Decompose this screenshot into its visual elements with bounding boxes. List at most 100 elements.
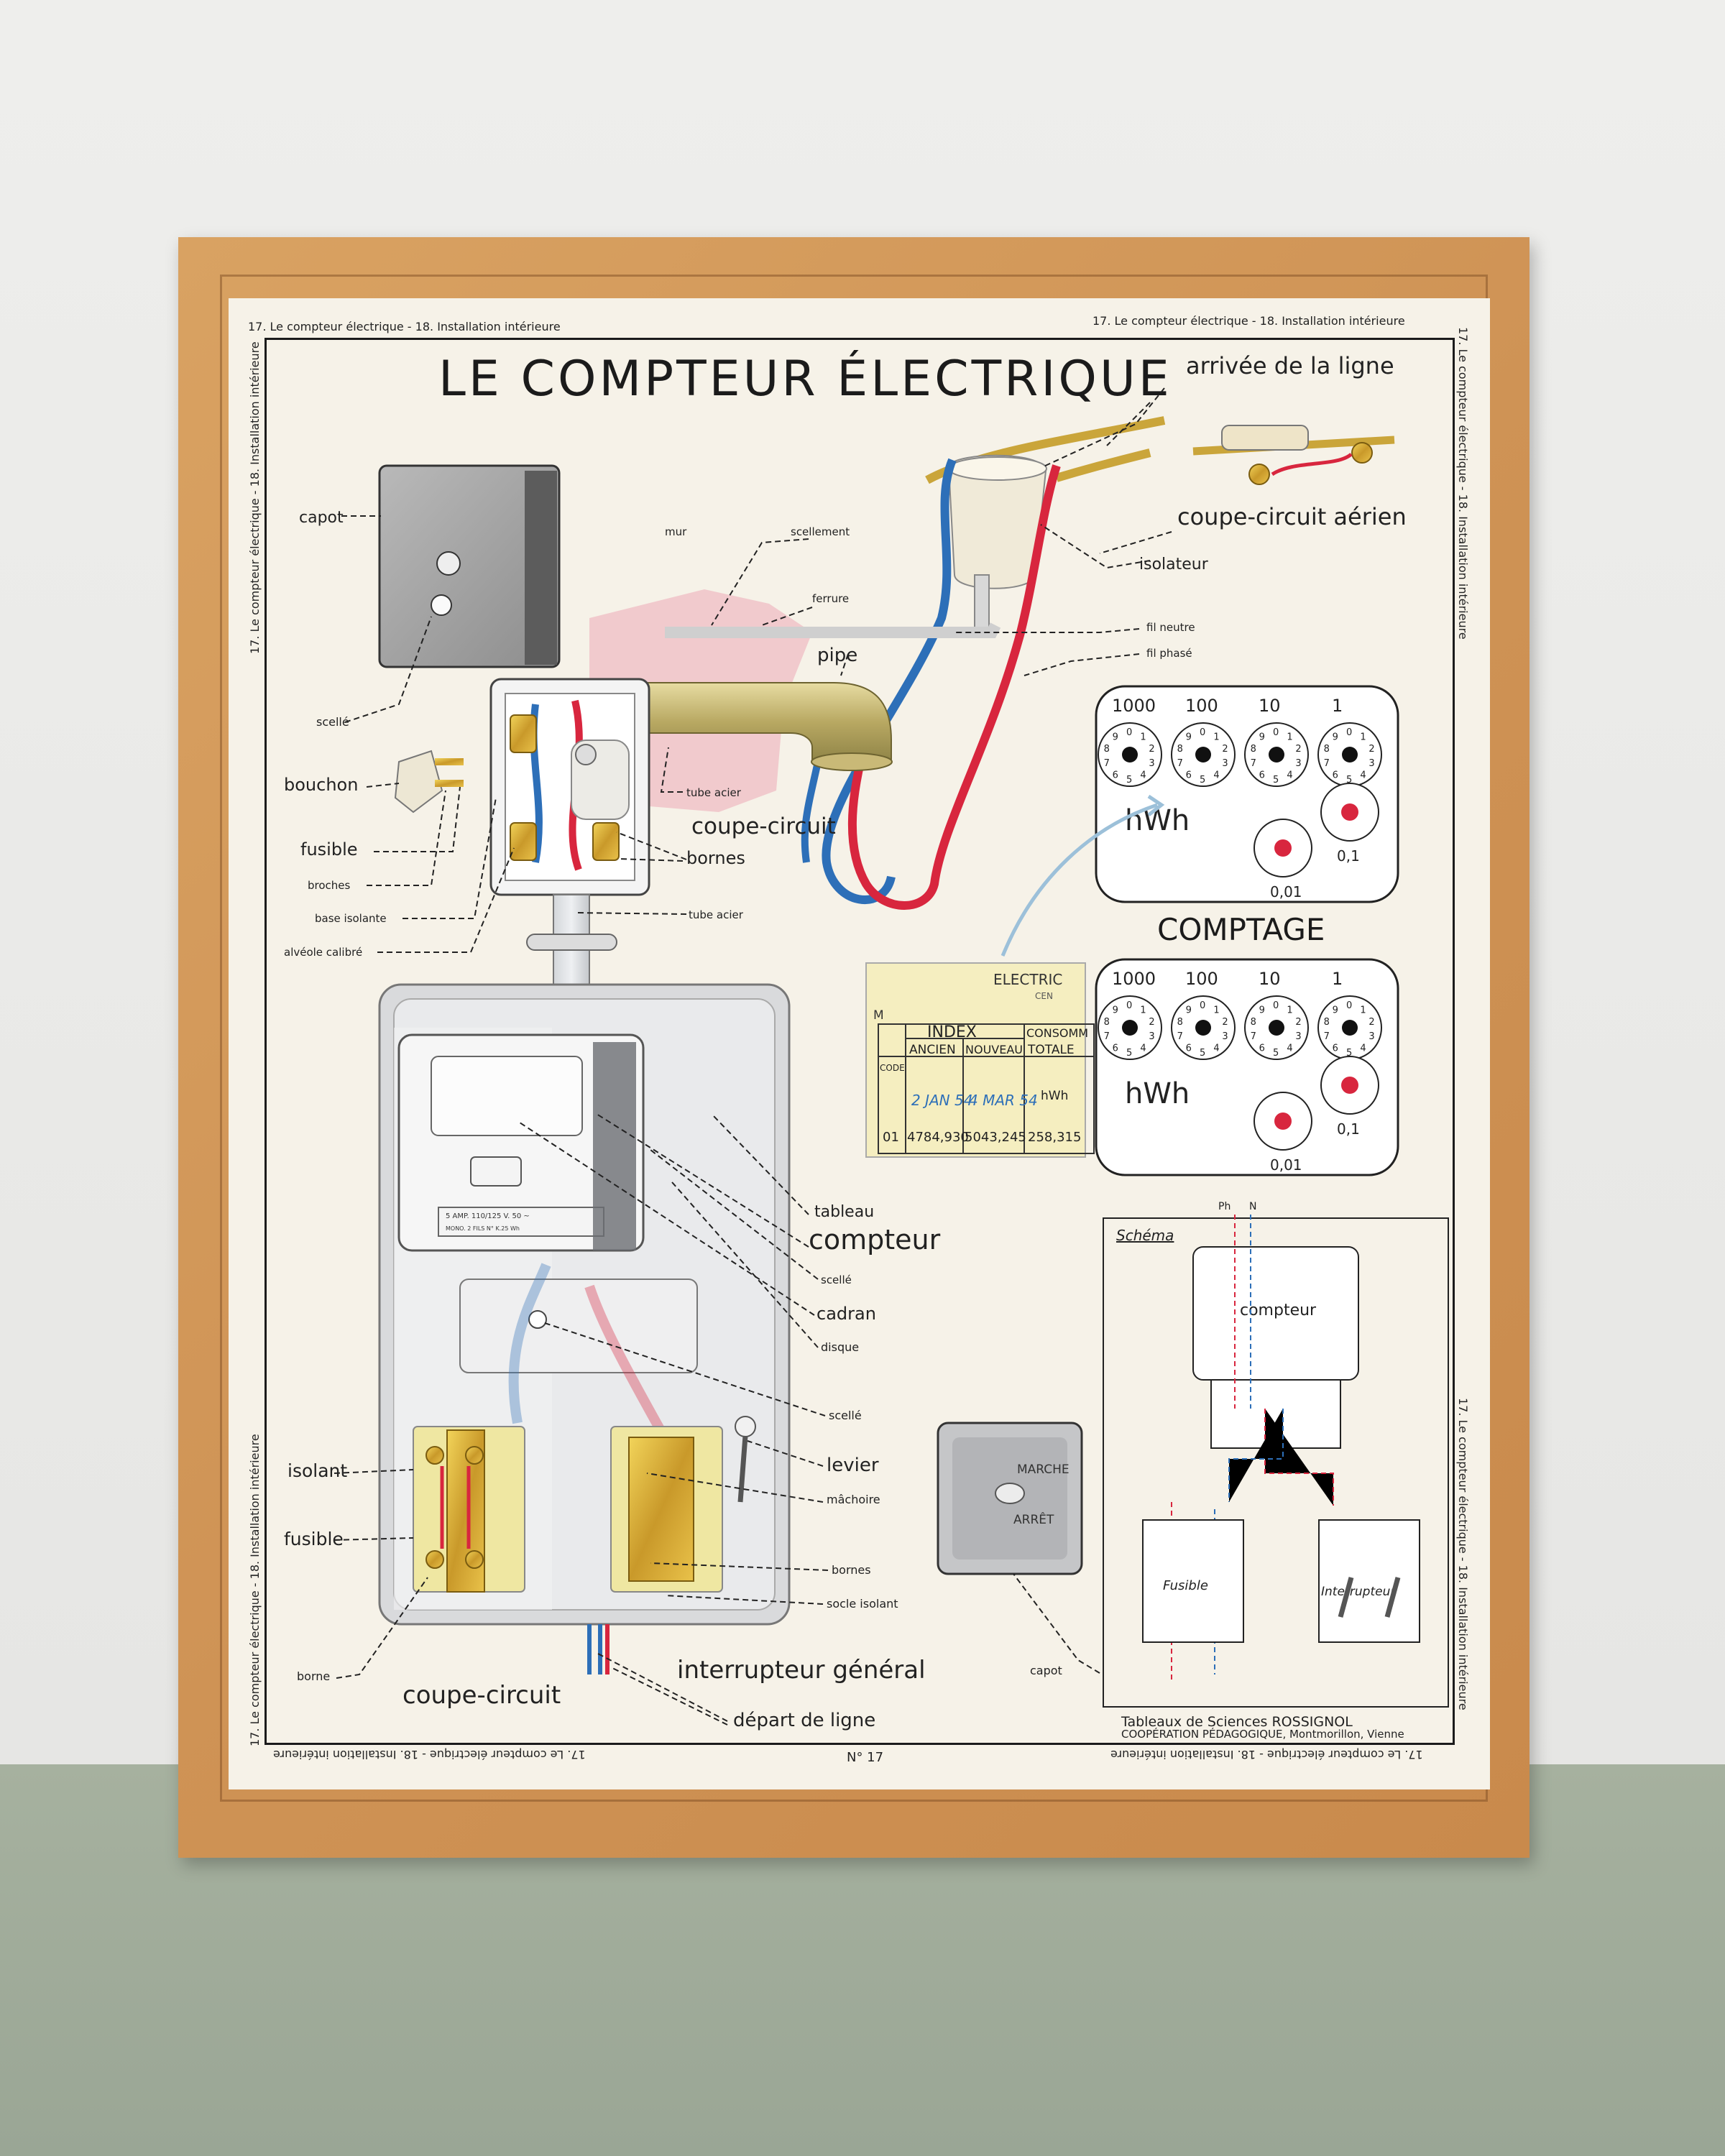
dial-digit: 4: [1213, 770, 1219, 781]
dial-digit: 7: [1104, 758, 1110, 769]
label-interrupteur-general: interrupteur général: [677, 1656, 926, 1685]
dial-digit: 9: [1113, 732, 1118, 742]
card-index: INDEX: [927, 1023, 977, 1041]
card-date2: 4 MAR 54: [969, 1092, 1038, 1109]
dial-digit: 6: [1259, 770, 1265, 781]
label-bouchon: bouchon: [284, 775, 358, 795]
card-date1: 2 JAN 54: [911, 1092, 972, 1109]
dial-digit: 4: [1360, 770, 1366, 781]
dial-digit: 2: [1295, 744, 1301, 755]
publisher-line2: COOPÉRATION PÉDAGOGIQUE, Montmorillon, V…: [1121, 1727, 1404, 1741]
dial-digit: 1: [1140, 1005, 1146, 1015]
dial-digit: 6: [1113, 1044, 1118, 1054]
dial-digit: 7: [1251, 1031, 1256, 1042]
label-borne: borne: [297, 1669, 330, 1683]
dial-digit: 5: [1273, 775, 1279, 786]
meter-plate-mono: MONO. 2 FILS N° K.25 Wh: [446, 1225, 520, 1232]
schema-interrupteur: Interrupteur: [1321, 1585, 1396, 1599]
tableau-panel: [378, 983, 791, 1626]
dial-digit: 9: [1259, 732, 1265, 742]
label-coupe-circuit: coupe-circuit: [691, 814, 836, 839]
dial-digit: 6: [1333, 770, 1338, 781]
line-arrival-illustration: [925, 416, 1395, 633]
dial-unit-label: 1000: [1112, 696, 1156, 716]
dial-digit: 4: [1213, 1044, 1219, 1054]
card-nouveau: NOUVEAU: [965, 1043, 1023, 1056]
dial-hand: [1195, 747, 1211, 763]
small-dial-label: 0,1: [1337, 1120, 1360, 1138]
dial-digit: 3: [1222, 1031, 1228, 1042]
card-totale: TOTALE: [1027, 1043, 1075, 1057]
small-dial-label: 0,01: [1270, 1156, 1302, 1174]
label-fil-phase: fil phasé: [1146, 647, 1192, 660]
dial-digit: 2: [1149, 744, 1154, 755]
comptage-arrowhead: [1147, 794, 1165, 816]
small-dial-hand: [1274, 1112, 1292, 1130]
dial-digit: 2: [1222, 744, 1228, 755]
depart-wire-blue: [587, 1624, 602, 1674]
label-broches: broches: [308, 879, 351, 892]
dial-digit: 4: [1287, 770, 1292, 781]
label-fil-neutre: fil neutre: [1146, 621, 1195, 634]
dial-digit: 5: [1346, 775, 1352, 786]
pipe-illustration: [646, 682, 893, 771]
dial-digit: 3: [1222, 758, 1228, 769]
dial-hand: [1195, 1020, 1211, 1036]
small-dial-hand: [1274, 839, 1292, 857]
card-totale-val: 258,315: [1028, 1130, 1081, 1145]
index-card: ELECTRIC CEN M INDEX CONSOMM CODE ANCIEN…: [865, 962, 1095, 1158]
label-compteur: compteur: [809, 1224, 941, 1256]
label-disque: disque: [821, 1340, 859, 1354]
margin-text-top-left: 17. Le compteur électrique - 18. Install…: [248, 320, 561, 333]
label-scellement: scellement: [791, 525, 850, 538]
label-capot: capot: [299, 509, 344, 527]
card-unit: hWh: [1041, 1089, 1068, 1103]
small-dial-hand: [1341, 1077, 1358, 1094]
schema-ph: Ph: [1218, 1201, 1230, 1212]
label-isolateur: isolateur: [1139, 556, 1209, 573]
dial-unit-hwh: hWh: [1125, 1077, 1190, 1110]
card-header: ELECTRIC: [993, 971, 1062, 988]
capot-top-box: [378, 464, 561, 668]
capot-marche-arret: MARCHE ARRÊT: [937, 1422, 1083, 1575]
dial-digit: 1: [1360, 1005, 1366, 1015]
dial-digit: 9: [1333, 1005, 1338, 1015]
dial-digit: 7: [1104, 1031, 1110, 1042]
card-m: M: [873, 1008, 884, 1023]
dial-hand: [1342, 747, 1358, 763]
dial-digit: 6: [1333, 1044, 1338, 1054]
dial-digit: 2: [1368, 744, 1374, 755]
label-depart-ligne: départ de ligne: [733, 1710, 875, 1731]
dial-digit: 6: [1186, 770, 1192, 781]
dial-digit: 8: [1177, 744, 1183, 755]
dial-digit: 1: [1360, 732, 1366, 742]
schema-title: Schéma: [1116, 1227, 1174, 1244]
dial-digit: 6: [1259, 1044, 1265, 1054]
dial-digit: 8: [1177, 1017, 1183, 1028]
bouchon-plug: [394, 750, 464, 814]
dial-digit: 6: [1186, 1044, 1192, 1054]
dial-unit-label: 100: [1185, 969, 1218, 989]
dial-digit: 5: [1273, 1048, 1279, 1059]
dial-digit: 2: [1368, 1017, 1374, 1028]
label-tube-acier-2: tube acier: [689, 908, 744, 921]
label-alveole: alvéole calibré: [284, 946, 362, 959]
label-coupe-circuit-aerien: coupe-circuit aérien: [1177, 503, 1407, 530]
label-tableau: tableau: [814, 1203, 874, 1221]
label-bornes-2: bornes: [832, 1563, 871, 1577]
card-nouveau-val: 5043,245: [965, 1130, 1026, 1145]
publisher-line1: Tableaux de Sciences ROSSIGNOL: [1121, 1714, 1353, 1730]
meter-plate-amp: 5 AMP. 110/125 V. 50 ~: [446, 1212, 530, 1220]
dial-digit: 4: [1140, 770, 1146, 781]
dial-digit: 2: [1295, 1017, 1301, 1028]
poster-title: LE COMPTEUR ÉLECTRIQUE: [438, 350, 1172, 407]
dial-digit: 8: [1251, 744, 1256, 755]
dial-digit: 2: [1149, 1017, 1154, 1028]
dial-digit: 1: [1287, 1005, 1292, 1015]
label-fusible-2: fusible: [284, 1529, 344, 1549]
dial-digit: 8: [1251, 1017, 1256, 1028]
dial-hand: [1342, 1020, 1358, 1036]
